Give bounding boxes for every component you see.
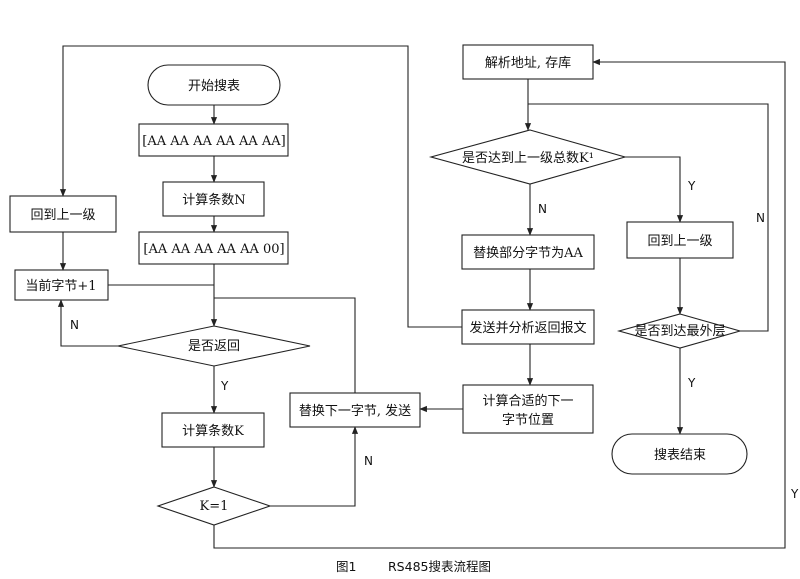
start-terminal: 开始搜表 [147,64,281,106]
is-returned-decision: 是否返回 [117,325,311,367]
replace-aa-label: 替换部分字节为AA [473,246,583,261]
parse-store-label: 解析地址, 存库 [485,55,571,71]
back-level-right-box: 回到上一级 [626,221,734,259]
calc-next-pos-box: 计算合适的下一 字节位置 [462,384,594,434]
send-parse-box: 发送并分析返回报文 [461,309,595,345]
edge-label-outer-yes: Y [687,376,696,390]
calc-n-box: 计算条数N [162,181,265,217]
figure-number: 图1 [336,559,356,574]
calc-k-label: 计算条数K [182,423,244,439]
end-label: 搜表结束 [654,448,706,463]
edge-label-k1-no: N [364,454,373,468]
reach-outer-label: 是否到达最外层 [634,324,725,339]
edge-label-outer-no: N [756,211,765,225]
figure-title: RS485搜表流程图 [388,559,491,574]
addr-00-box: [AA AA AA AA AA 00] [138,231,289,265]
replace-aa-box: 替换部分字节为AA [461,234,595,270]
reach-total-decision: 是否达到上一级总数K¹ [428,129,628,185]
replace-next-box: 替换下一字节, 发送 [289,392,421,428]
calc-k-box: 计算条数K [161,412,265,448]
start-label: 开始搜表 [188,79,240,94]
replace-next-label: 替换下一字节, 发送 [299,403,411,419]
k-eq-1-label: K=1 [200,499,229,514]
calc-n-label: 计算条数N [182,192,245,208]
edge-label-total-no: N [538,202,547,216]
reach-outer-decision: 是否到达最外层 [616,313,743,349]
end-terminal: 搜表结束 [611,433,748,475]
init-address-box: [AA AA AA AA AA AA] [138,123,289,157]
back-level-right-label: 回到上一级 [647,234,712,249]
connectors [57,45,786,549]
addr-00-label: [AA AA AA AA AA 00] [143,242,284,257]
calc-next-pos-label-line2: 字节位置 [502,413,554,428]
current-byte-label: 当前字节+1 [25,278,96,294]
edge-label-far-right-y: Y [790,487,799,501]
is-returned-label: 是否返回 [188,339,240,354]
k-eq-1-decision: K=1 [156,486,272,526]
current-byte-box: 当前字节+1 [14,269,109,301]
back-level-left-box: 回到上一级 [9,195,117,233]
init-address-label: [AA AA AA AA AA AA] [142,134,285,149]
back-level-left-label: 回到上一级 [30,208,95,223]
reach-total-label: 是否达到上一级总数K¹ [462,151,594,166]
edge-label-returned-no: N [70,318,79,332]
edge-label-returned-yes: Y [220,379,229,393]
parse-store-box: 解析地址, 存库 [462,44,594,80]
calc-next-pos-label-line1: 计算合适的下一 [482,393,573,409]
send-parse-label: 发送并分析返回报文 [469,320,586,336]
edge-label-total-yes: Y [687,179,696,193]
